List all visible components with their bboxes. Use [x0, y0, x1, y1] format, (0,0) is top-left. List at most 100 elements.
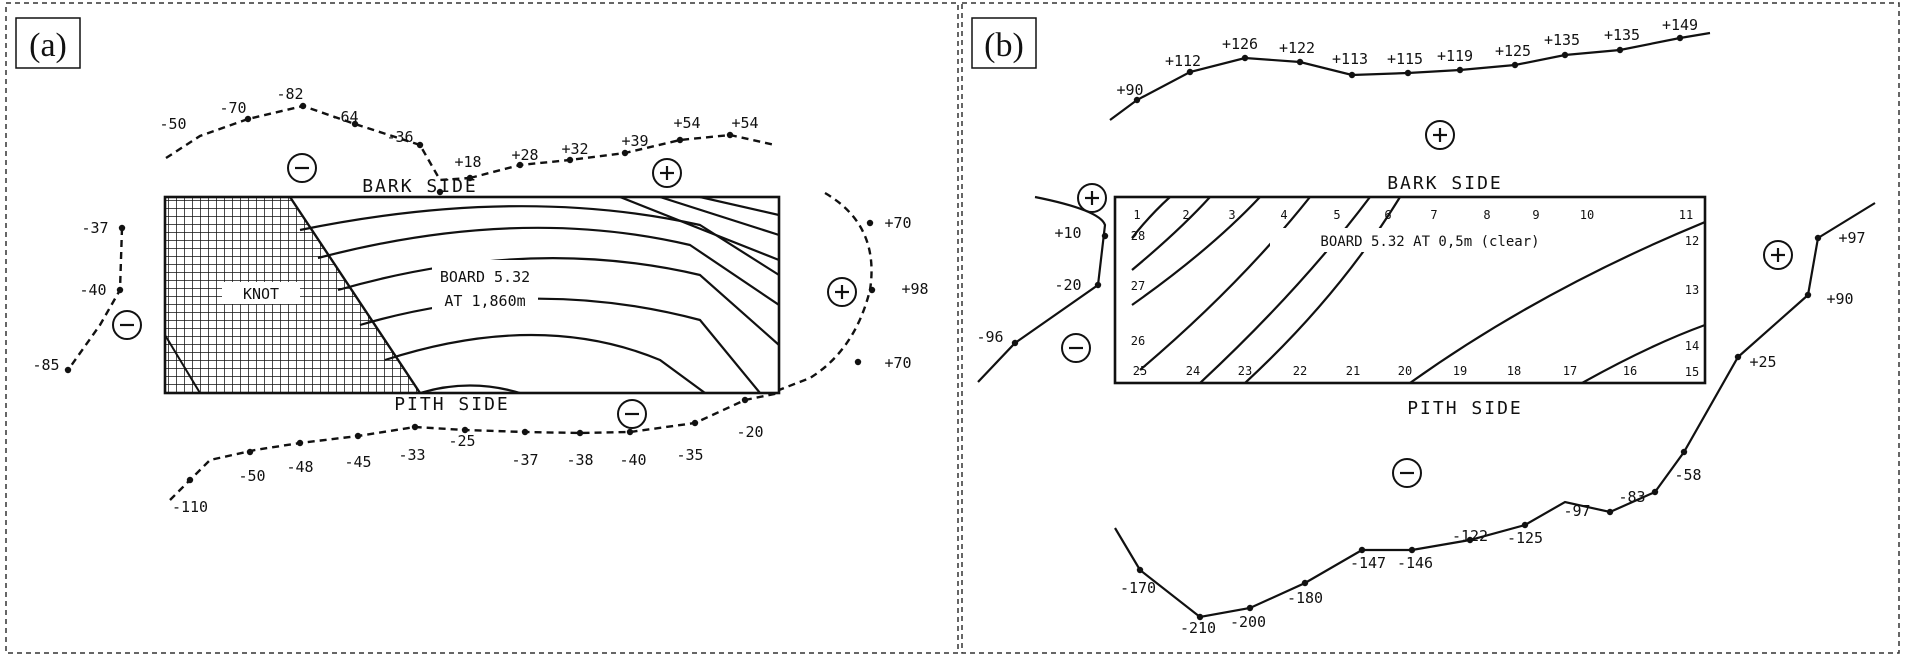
- value-label: -210: [1180, 619, 1216, 637]
- value-label: -180: [1287, 589, 1323, 607]
- minus-sign-icon: [112, 310, 142, 340]
- ring-number: 5: [1333, 208, 1340, 222]
- panel-a-tag-box: [15, 17, 81, 69]
- measurement-points: [64, 102, 876, 484]
- panel-b-frame: [961, 2, 1900, 654]
- value-label: -20: [1054, 276, 1081, 294]
- value-label: +119: [1437, 47, 1473, 65]
- board-label-bg: [1270, 228, 1590, 252]
- value-label: +125: [1495, 42, 1531, 60]
- value-label: +122: [1279, 39, 1315, 57]
- ring-numbers: 1 2 3 4 5 6 7 8 9 10 11 12 13 14 15 25 2…: [1131, 208, 1699, 379]
- plus-sign-icon: [1077, 183, 1107, 213]
- minus-sign-icon: [287, 153, 317, 183]
- minus-sign-icon: [617, 399, 647, 429]
- value-label: +90: [1116, 81, 1143, 99]
- ring-number: 9: [1532, 208, 1539, 222]
- value-label: -25: [448, 432, 475, 450]
- panel-a: (a) KNOT BOARD 5.32 AT 1,860: [5, 2, 959, 654]
- value-label: -20: [736, 423, 763, 441]
- value-label: +113: [1332, 50, 1368, 68]
- board-label-line2: AT 1,860m: [444, 292, 525, 310]
- ring-number: 6: [1384, 208, 1391, 222]
- value-label: -146: [1397, 554, 1433, 572]
- value-label: +115: [1387, 50, 1423, 68]
- stress-curve-left: [977, 195, 1107, 383]
- value-label: +90: [1826, 290, 1853, 308]
- value-label: +10: [1054, 224, 1081, 242]
- stress-curve-top: [1109, 31, 1711, 121]
- stress-curve-top-left: [165, 104, 471, 182]
- value-label: +135: [1604, 26, 1640, 44]
- value-label: -48: [286, 458, 313, 476]
- value-label: -200: [1230, 613, 1266, 631]
- ring-number: 4: [1280, 208, 1287, 222]
- value-label: -50: [238, 467, 265, 485]
- value-label: -35: [676, 446, 703, 464]
- measurement-points: [1011, 34, 1822, 621]
- value-label: -37: [511, 451, 538, 469]
- value-label: -58: [1674, 466, 1701, 484]
- bark-side-label: BARK SIDE: [1387, 173, 1503, 194]
- plus-sign-icon: [652, 158, 682, 188]
- ring-number: 25: [1133, 364, 1147, 378]
- board-outline: [163, 195, 781, 395]
- value-label: +70: [884, 354, 911, 372]
- value-label: +18: [454, 153, 481, 171]
- knot-boundary: [164, 334, 201, 394]
- ring-number: 19: [1453, 364, 1467, 378]
- value-label: +54: [673, 114, 700, 132]
- value-label: -83: [1618, 488, 1645, 506]
- ring-number: 2: [1182, 208, 1189, 222]
- knot-boundary: [288, 196, 422, 394]
- bark-side-label: BARK SIDE: [362, 176, 478, 197]
- minus-sign-icon: [1061, 333, 1091, 363]
- pith-side-label: PITH SIDE: [1407, 398, 1523, 419]
- grain-lines: [1131, 197, 1705, 383]
- plus-sign-icon: [827, 277, 857, 307]
- panel-a-tag: (a): [29, 27, 67, 64]
- value-label: +28: [511, 146, 538, 164]
- board-label-line1: BOARD 5.32: [440, 268, 530, 286]
- panel-b-tag: (b): [984, 27, 1024, 64]
- minus-sign-icon: [1392, 458, 1422, 488]
- value-label: +54: [731, 114, 758, 132]
- plus-sign-icon: [1425, 120, 1455, 150]
- ring-number: 23: [1238, 364, 1252, 378]
- ring-number: 24: [1186, 364, 1200, 378]
- knot-label: KNOT: [243, 285, 279, 303]
- value-label: +126: [1222, 35, 1258, 53]
- value-label: -125: [1507, 529, 1543, 547]
- value-label: -110: [172, 498, 208, 516]
- value-label: +25: [1749, 353, 1776, 371]
- value-label: +98: [901, 280, 928, 298]
- ring-number: 15: [1685, 365, 1699, 379]
- board-label-bg: [432, 260, 538, 322]
- value-label: -85: [32, 356, 59, 374]
- ring-number: 17: [1563, 364, 1577, 378]
- ring-number: 26: [1131, 334, 1145, 348]
- value-label: -147: [1350, 554, 1386, 572]
- ring-number: 28: [1131, 229, 1145, 243]
- ring-number: 8: [1483, 208, 1490, 222]
- stress-curve-left: [67, 227, 124, 371]
- ring-number: 22: [1293, 364, 1307, 378]
- value-label: -36: [386, 128, 413, 146]
- value-label: +149: [1662, 16, 1698, 34]
- ring-number: 7: [1430, 208, 1437, 222]
- value-label: -64: [331, 108, 358, 126]
- pith-side-label: PITH SIDE: [394, 394, 510, 415]
- value-label: +112: [1165, 52, 1201, 70]
- value-label: -122: [1452, 527, 1488, 545]
- ring-number: 21: [1346, 364, 1360, 378]
- ring-number: 20: [1398, 364, 1412, 378]
- value-label: -40: [79, 281, 106, 299]
- board-outline: [1113, 195, 1707, 385]
- ring-number: 18: [1507, 364, 1521, 378]
- ring-number: 13: [1685, 283, 1699, 297]
- panel-b: (b) BOARD 5.32 AT 0,5m (clear) BARK SIDE…: [961, 2, 1900, 654]
- knot-label-bg: [222, 282, 300, 304]
- value-label: +39: [621, 132, 648, 150]
- value-label: -37: [81, 219, 108, 237]
